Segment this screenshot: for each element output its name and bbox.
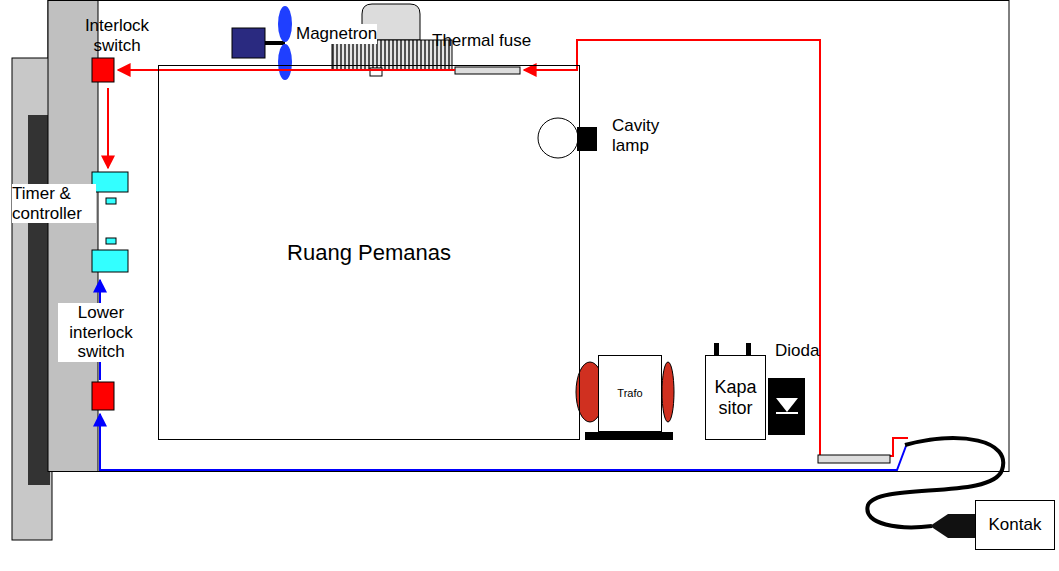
cord-clamp: [818, 455, 890, 463]
plug-box: Kontak: [975, 500, 1055, 550]
door-frame: [48, 1, 98, 472]
fan-blade: [278, 44, 292, 80]
timer-contact: [106, 198, 116, 204]
timer-block: [92, 250, 128, 272]
live-wire: [107, 88, 109, 168]
part-label: Lower interlock switch: [58, 303, 144, 362]
lower-interlock-switch: [92, 382, 114, 410]
transformer-box: Trafo: [598, 355, 662, 432]
node-text: Trafo: [617, 387, 642, 400]
part-label: Thermal fuse: [432, 31, 531, 51]
part-label: Dioda: [775, 341, 819, 361]
live-wire: [524, 40, 908, 456]
capacitor-terminal: [746, 343, 751, 355]
lamp-bulb: [538, 118, 578, 158]
thermal-fuse: [455, 67, 520, 74]
node-text: Ruang Pemanas: [287, 240, 451, 265]
timer-contact: [106, 238, 116, 244]
door-window: [28, 115, 50, 485]
live-wire: [118, 69, 455, 71]
part-label: Cavity lamp: [612, 116, 672, 155]
node-text: Kontak: [989, 515, 1042, 535]
plug: [930, 514, 978, 538]
door-panel: [12, 58, 52, 540]
diode-bar: [776, 412, 798, 414]
timer-block: [92, 172, 128, 192]
diode-symbol: [776, 398, 798, 412]
fan-motor: [232, 28, 265, 58]
part-label: Interlock switch: [72, 16, 162, 55]
trafo-coil: [662, 362, 674, 422]
capacitor-box: Kapa sitor: [705, 355, 766, 440]
part-label: Magnetron: [296, 24, 377, 44]
fan-blade: [278, 6, 292, 42]
lamp-socket: [577, 127, 597, 151]
neutral-wire: [100, 414, 906, 470]
interlock-switch: [92, 58, 114, 82]
fan-shaft: [265, 41, 285, 45]
part-label: Timer & controller: [12, 184, 96, 223]
trafo-base: [585, 432, 673, 440]
heating-chamber: Ruang Pemanas: [158, 65, 580, 440]
node-text: Kapa sitor: [706, 377, 765, 418]
capacitor-terminal: [714, 343, 719, 355]
diode-body: [768, 378, 805, 435]
housing: [48, 1, 1009, 472]
